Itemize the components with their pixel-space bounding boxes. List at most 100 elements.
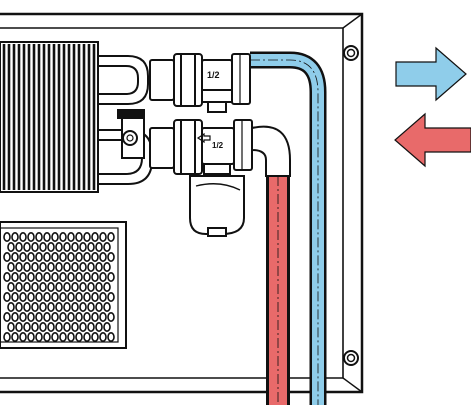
grille-slot	[99, 252, 107, 263]
grille-slot	[51, 311, 59, 322]
grille-slot	[27, 232, 35, 243]
grille-slot	[95, 281, 103, 292]
grille-slot	[43, 311, 51, 322]
grille-slot	[15, 242, 23, 253]
grille-slot	[87, 242, 95, 253]
grille-slot	[99, 291, 107, 302]
grille-slot	[63, 321, 71, 332]
grille-slot	[99, 311, 107, 322]
grille-slot	[75, 271, 83, 282]
grille-slot	[87, 321, 95, 332]
grille-slot	[19, 232, 27, 243]
grille-slot	[23, 301, 31, 312]
grille-slot	[87, 261, 95, 272]
grille-slot	[103, 281, 111, 292]
grille-slot	[51, 271, 59, 282]
grille-slot	[35, 311, 43, 322]
grille-slot	[91, 291, 99, 302]
grille-slot	[103, 301, 111, 312]
grille-slot	[63, 301, 71, 312]
strainer-body	[189, 163, 245, 237]
grille-slot	[83, 232, 91, 243]
grille-slot	[23, 321, 31, 332]
grille-slot	[43, 331, 51, 342]
grille-slot	[99, 331, 107, 342]
grille-slot	[79, 281, 87, 292]
grille-slot	[39, 261, 47, 272]
grille-slot	[51, 252, 59, 263]
grille-slot	[67, 271, 75, 282]
grille-slot	[55, 261, 63, 272]
heat-exchanger-fins	[0, 41, 99, 193]
grille-slot	[51, 331, 59, 342]
grille-slot	[23, 281, 31, 292]
grille-slot	[19, 311, 27, 322]
grille-slot	[63, 242, 71, 253]
grille-slot	[59, 271, 67, 282]
grille-slot	[71, 301, 79, 312]
grille-slot	[83, 311, 91, 322]
grille-slot	[35, 291, 43, 302]
grille-slot	[39, 301, 47, 312]
grille-slot	[47, 321, 55, 332]
grille-slot	[7, 261, 15, 272]
grille-slot	[11, 311, 19, 322]
grille-slot	[31, 281, 39, 292]
grille-slot	[35, 271, 43, 282]
grille-slot	[107, 252, 115, 263]
supply-pipe	[266, 170, 290, 405]
grille-slot	[95, 242, 103, 253]
grille-slot	[107, 232, 115, 243]
grille-slot	[39, 281, 47, 292]
grille-slot	[35, 232, 43, 243]
grille-slot	[31, 321, 39, 332]
grille-slot	[67, 331, 75, 342]
grille-slot	[51, 291, 59, 302]
grille-slot	[27, 291, 35, 302]
grille-slot	[35, 252, 43, 263]
grille-slot	[3, 291, 11, 302]
grille-slot	[19, 331, 27, 342]
grille-slot	[95, 261, 103, 272]
grille-slot	[47, 242, 55, 253]
grille-slot	[31, 261, 39, 272]
grille-slot	[59, 252, 67, 263]
grille-slot	[19, 252, 27, 263]
grille-slot	[79, 301, 87, 312]
grille-slot	[15, 281, 23, 292]
grille-slot	[39, 321, 47, 332]
grille-slot	[75, 291, 83, 302]
grille-slot	[7, 242, 15, 253]
grille-slot	[19, 291, 27, 302]
grille-slot	[55, 321, 63, 332]
upper-valve-assembly	[149, 53, 251, 113]
grille-slot	[11, 232, 19, 243]
supply-flow-arrow	[394, 112, 471, 168]
grille-slot	[3, 252, 11, 263]
grille-slot	[91, 232, 99, 243]
grille-slot	[71, 281, 79, 292]
grille-slot	[75, 252, 83, 263]
grille-slot	[95, 301, 103, 312]
grille-slot	[75, 331, 83, 342]
grille-slot	[83, 331, 91, 342]
grille-slot	[55, 242, 63, 253]
grille-slot	[55, 281, 63, 292]
grille-slot	[23, 242, 31, 253]
grille-slot	[79, 242, 87, 253]
lower-valve-size-label: 1/2	[212, 141, 224, 150]
grille-slot	[3, 232, 11, 243]
grille-slot	[87, 281, 95, 292]
grille-slot	[31, 301, 39, 312]
grille-slot	[71, 261, 79, 272]
grille-slot	[91, 331, 99, 342]
grille-slot	[63, 261, 71, 272]
grille-slot	[67, 252, 75, 263]
bleed-valve	[117, 109, 145, 159]
grille-slot	[91, 311, 99, 322]
grille-slot	[47, 301, 55, 312]
air-vent-grille	[0, 221, 127, 349]
grille-slot	[59, 232, 67, 243]
grille-slot	[43, 271, 51, 282]
